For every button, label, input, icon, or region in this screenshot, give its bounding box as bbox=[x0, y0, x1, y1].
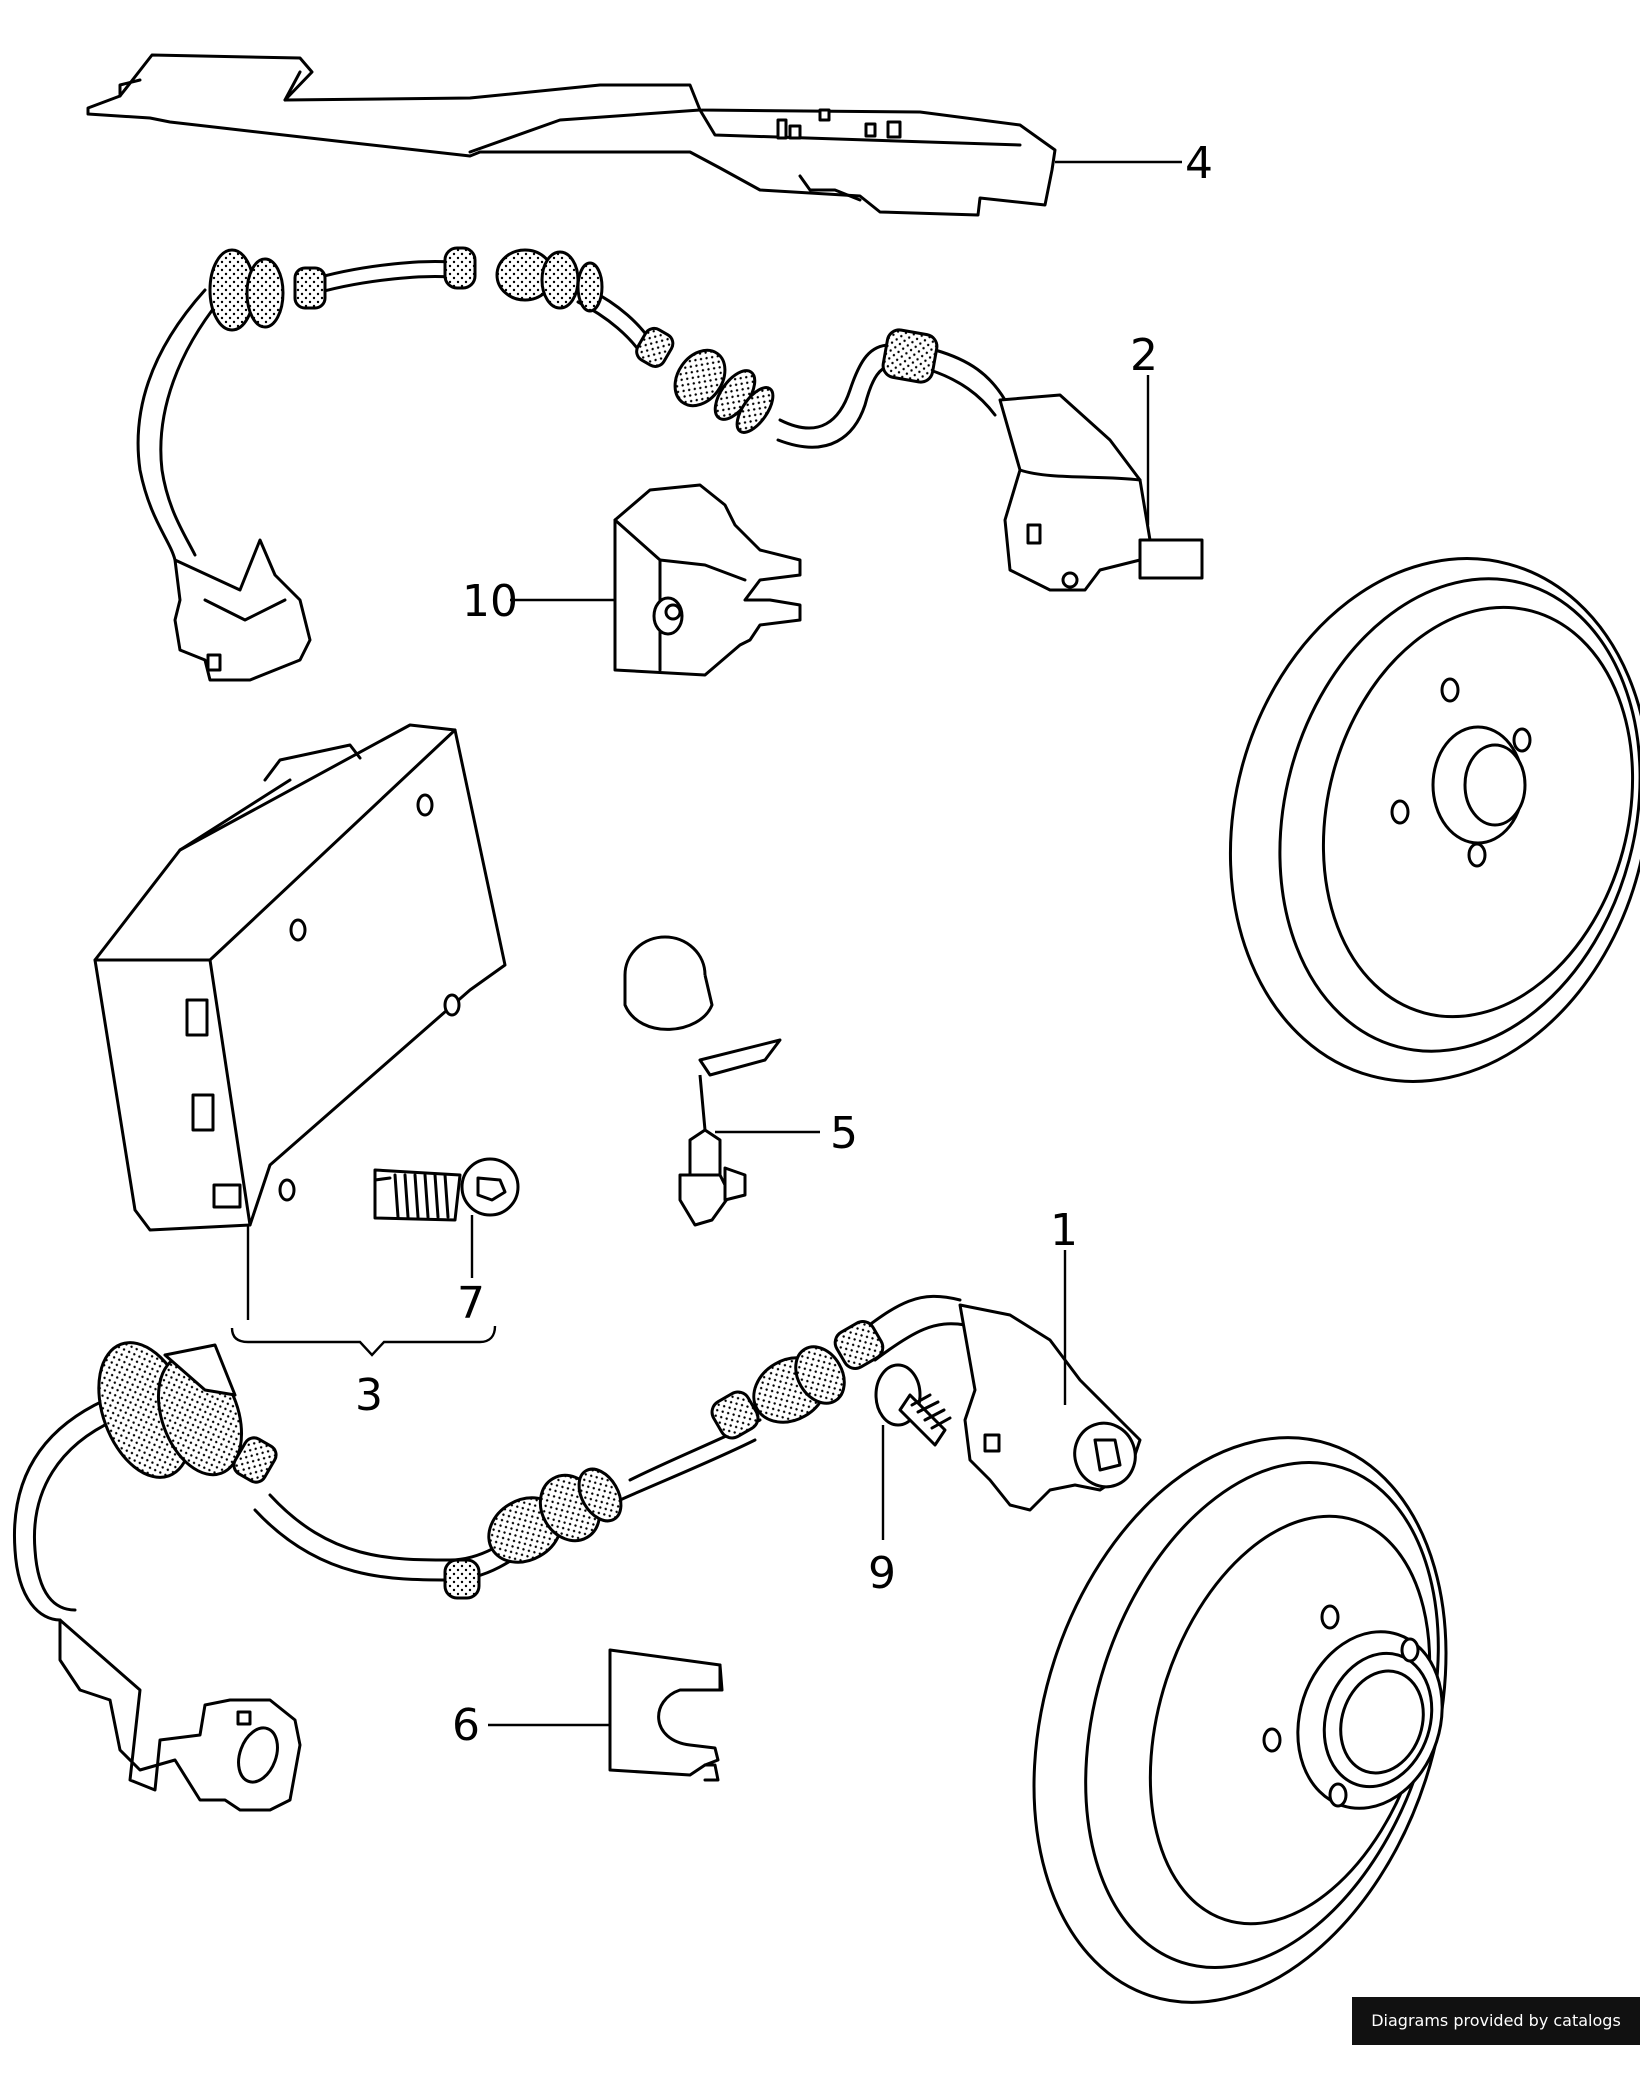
label-1: 1 bbox=[1050, 1205, 1078, 1256]
bolt-part-9 bbox=[874, 1363, 952, 1447]
upper-brake-disc bbox=[1228, 557, 1640, 1083]
label-4: 4 bbox=[1185, 138, 1213, 189]
control-module-part bbox=[93, 723, 507, 1232]
label-5: 5 bbox=[830, 1108, 858, 1159]
bracket-3 bbox=[230, 1225, 497, 1357]
label-2: 2 bbox=[1130, 330, 1158, 381]
parts-diagram: 4 2 10 5 7 1 3 9 6 bbox=[12, 53, 1640, 2004]
credit-badge: Diagrams provided by catalogs parts bbox=[1352, 1997, 1640, 2078]
mounting-rail-part bbox=[86, 53, 1057, 217]
retaining-clip-part-5 bbox=[623, 935, 782, 1227]
lower-sensor-cable-part bbox=[12, 1294, 1142, 1812]
label-7: 7 bbox=[457, 1278, 485, 1329]
label-10: 10 bbox=[462, 576, 518, 627]
label-9: 9 bbox=[868, 1548, 896, 1599]
retaining-plate-part-6 bbox=[608, 1648, 724, 1782]
lower-brake-disc bbox=[1032, 1436, 1448, 2004]
upper-sensor-cable-part bbox=[136, 246, 1204, 682]
label-6: 6 bbox=[452, 1700, 480, 1751]
clip-part-10 bbox=[613, 483, 802, 677]
screw-part-7 bbox=[373, 1157, 520, 1222]
label-3: 3 bbox=[355, 1370, 383, 1421]
